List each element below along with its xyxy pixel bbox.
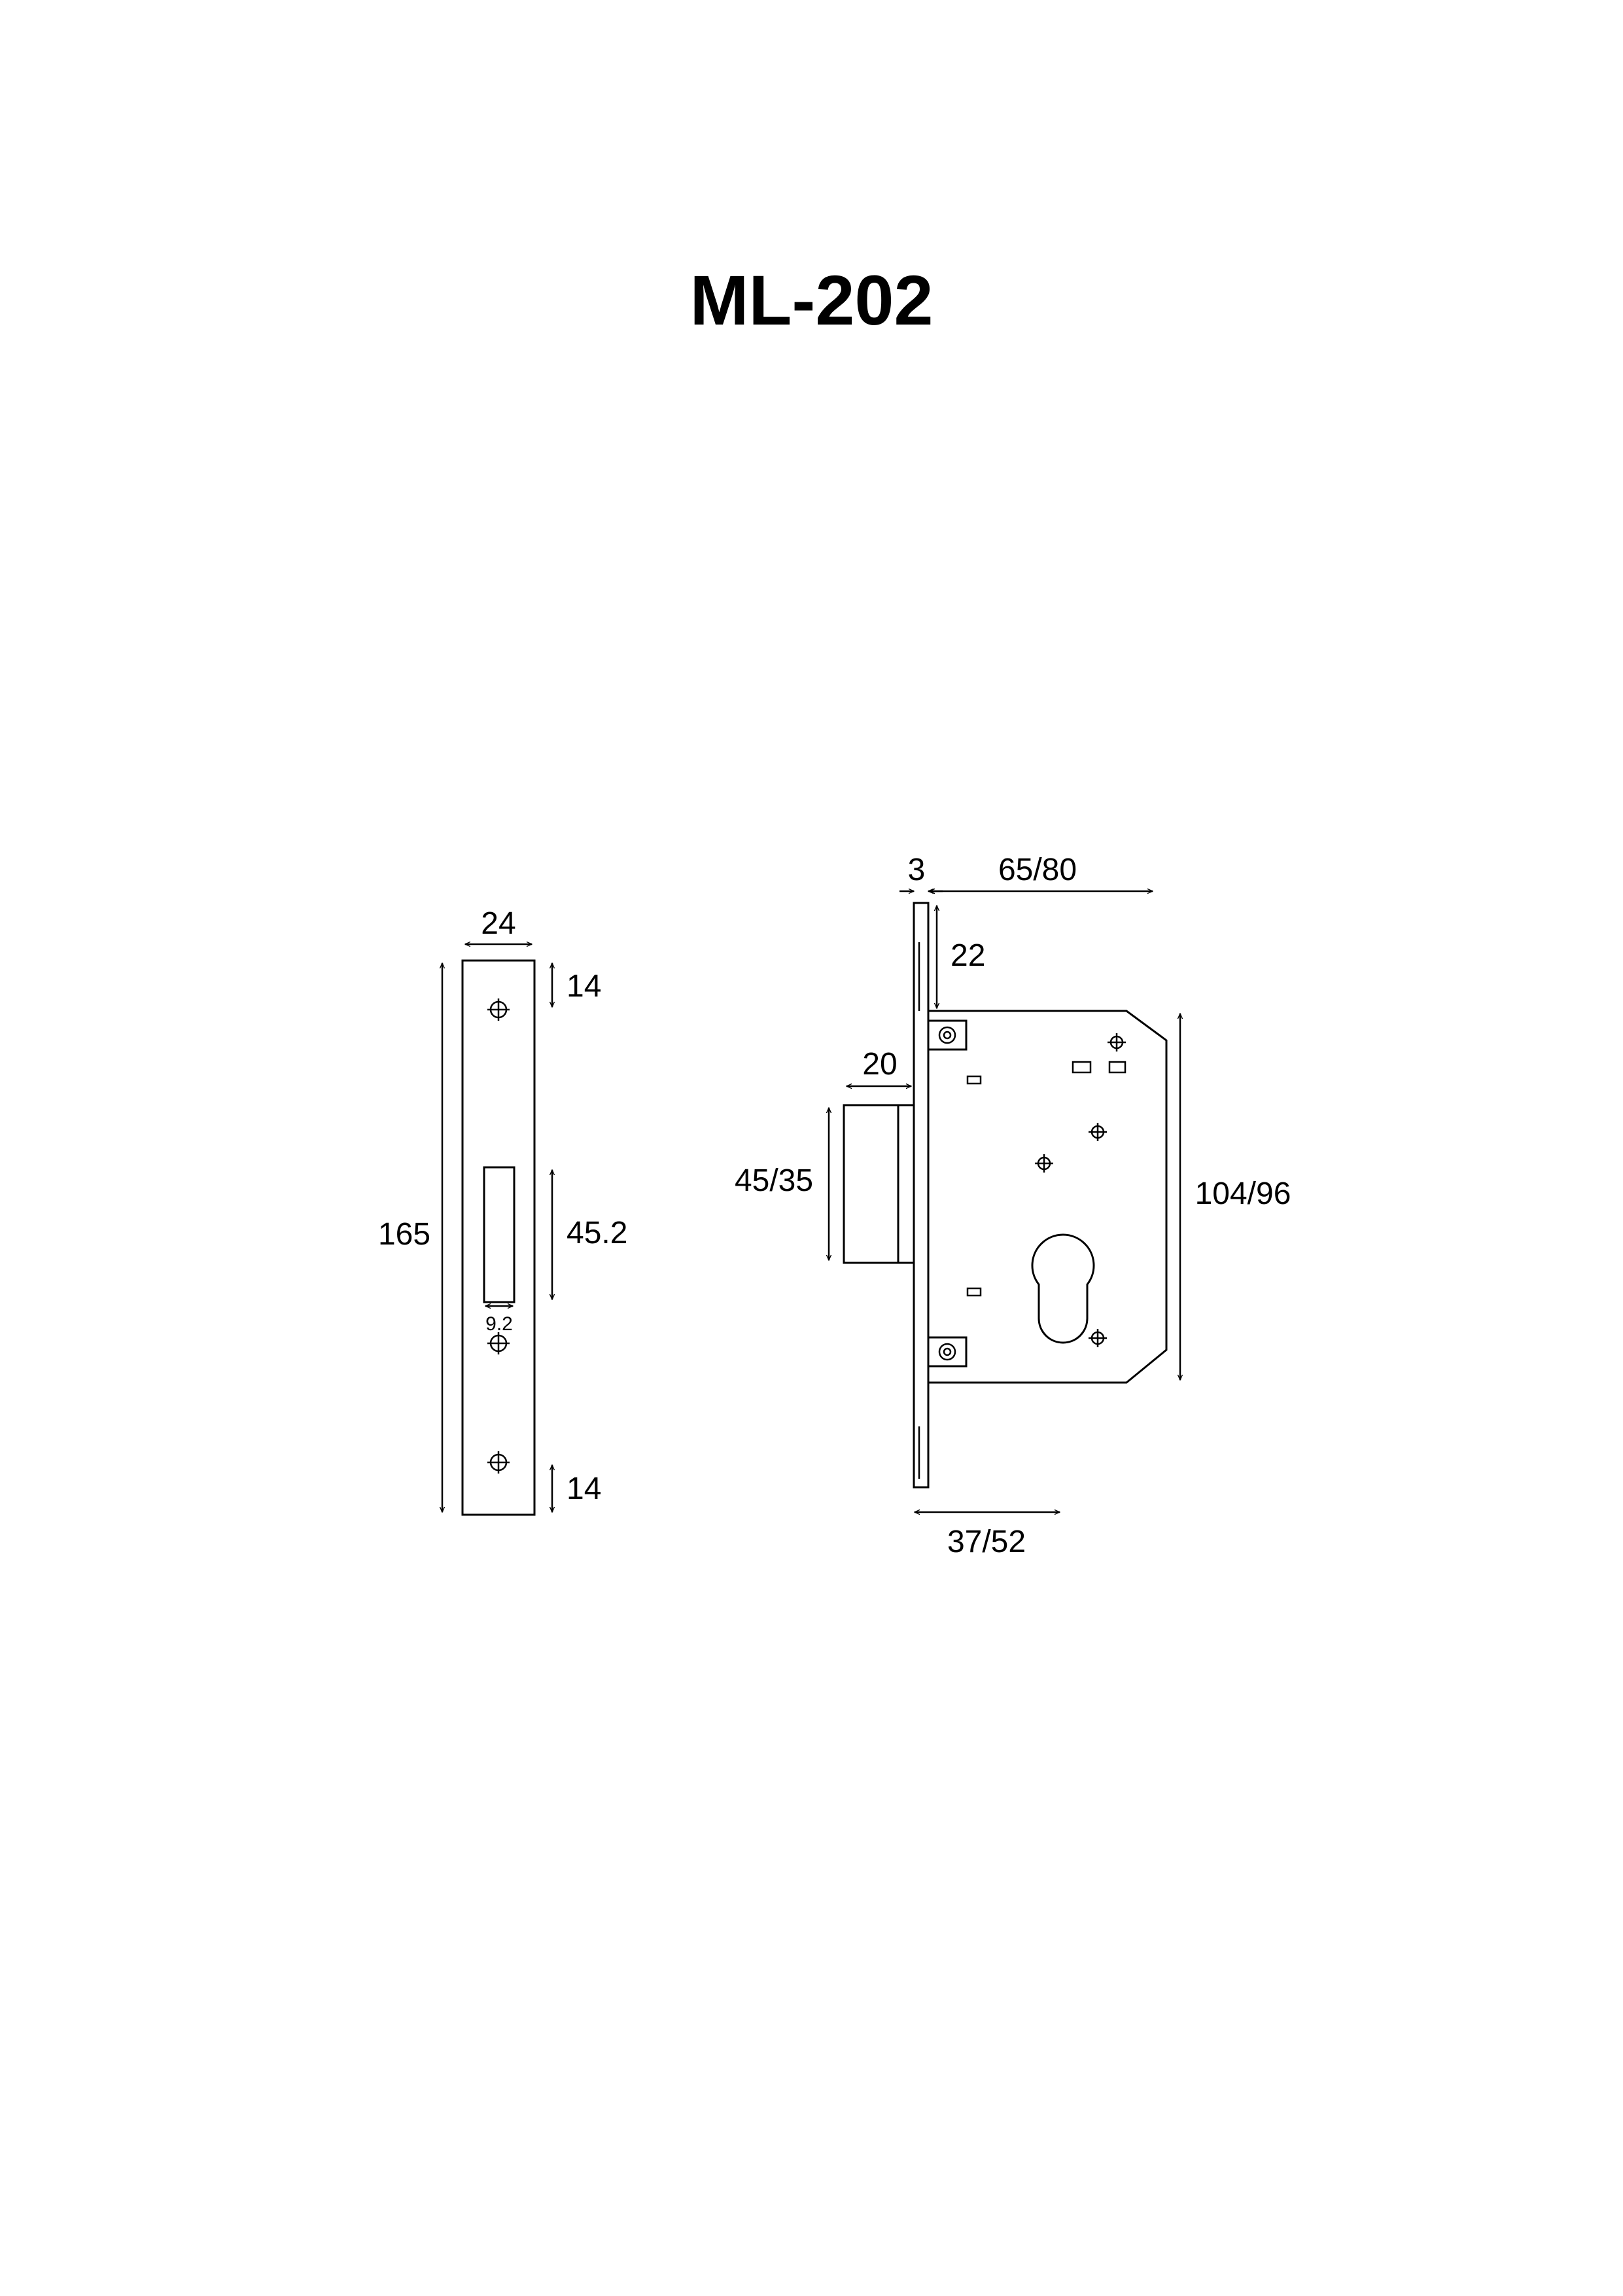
screw-hole-icon: [487, 998, 510, 1021]
fixing-lug-top: [927, 1019, 968, 1051]
rivet-icon: [1089, 1329, 1107, 1347]
dim-label-width: 24: [481, 906, 515, 941]
faceplate-outline: [461, 959, 536, 1516]
dim-label-latch-height: 45/35: [735, 1163, 813, 1198]
latch-slot: [483, 1166, 515, 1303]
fixing-lug-bottom: [927, 1336, 968, 1368]
case-slot: [1072, 1061, 1092, 1074]
latch-bolt: [843, 1104, 915, 1264]
dim-label-backset: 65/80: [998, 853, 1077, 887]
case-slot: [1108, 1061, 1126, 1074]
rivet-icon: [1035, 1154, 1053, 1173]
dim-label-slot-height: 45.2: [567, 1216, 627, 1250]
case-slot: [966, 1287, 982, 1297]
page-title: ML-202: [689, 260, 934, 340]
screw-hole-icon: [487, 1332, 510, 1354]
dim-label-bottom-offset: 14: [567, 1472, 601, 1506]
faceplate-view: 24 165 14 14 45.2 9.2: [378, 906, 627, 1516]
screw-hole-icon: [487, 1451, 510, 1474]
lock-case: [927, 1010, 1168, 1384]
dim-label-height: 165: [378, 1217, 430, 1252]
rivet-icon: [1108, 1033, 1126, 1051]
dim-label-plate-thickness: 3: [908, 853, 926, 887]
dim-label-top-offset: 22: [951, 938, 985, 973]
dim-label-bottom: 37/52: [947, 1525, 1026, 1559]
front-plate: [913, 902, 930, 1489]
case-slot: [966, 1075, 982, 1085]
rivet-icon: [1089, 1123, 1107, 1141]
lock-body-view: 3 65/80 22 20 45/35 104/96 37/52: [735, 853, 1291, 1559]
dim-label-latch-projection: 20: [862, 1047, 897, 1082]
cylinder-cutout: [1031, 1233, 1095, 1344]
dim-label-top-offset: 14: [567, 969, 601, 1004]
dim-label-slot-width: 9.2: [485, 1313, 513, 1335]
dim-label-case-height: 104/96: [1195, 1176, 1291, 1211]
